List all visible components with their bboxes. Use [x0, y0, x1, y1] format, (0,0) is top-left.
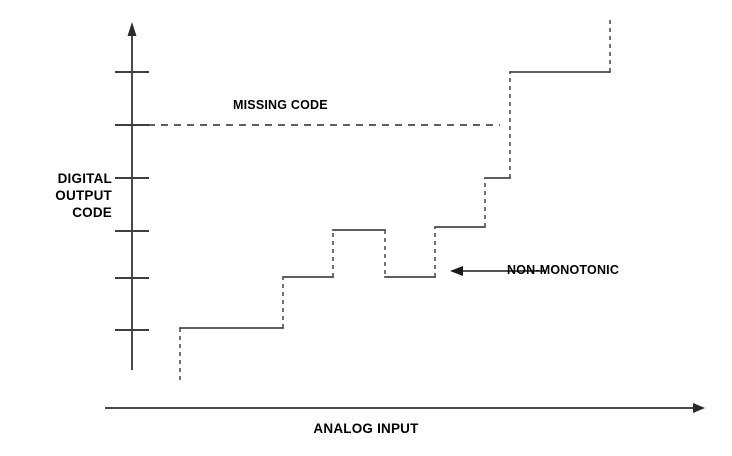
y-axis-label-line1: DIGITAL: [57, 171, 112, 186]
y-axis-label-line2: OUTPUT: [55, 188, 112, 203]
y-axis: [115, 22, 149, 370]
x-axis-label: ANALOG INPUT: [313, 421, 419, 436]
staircase-curve: [179, 18, 611, 380]
y-axis-label: DIGITAL OUTPUT CODE: [14, 170, 112, 221]
y-axis-label-line3: CODE: [72, 205, 112, 220]
y-axis-arrow-icon: [127, 22, 137, 36]
x-axis: [105, 403, 705, 413]
x-axis-arrow-icon: [693, 403, 705, 413]
non-monotonic-label: NON-MONOTONIC: [507, 263, 620, 277]
missing-code-label: MISSING CODE: [233, 98, 328, 112]
non-monotonic-callout-arrow: [450, 266, 545, 276]
non-monotonic-arrow-icon: [450, 266, 463, 276]
